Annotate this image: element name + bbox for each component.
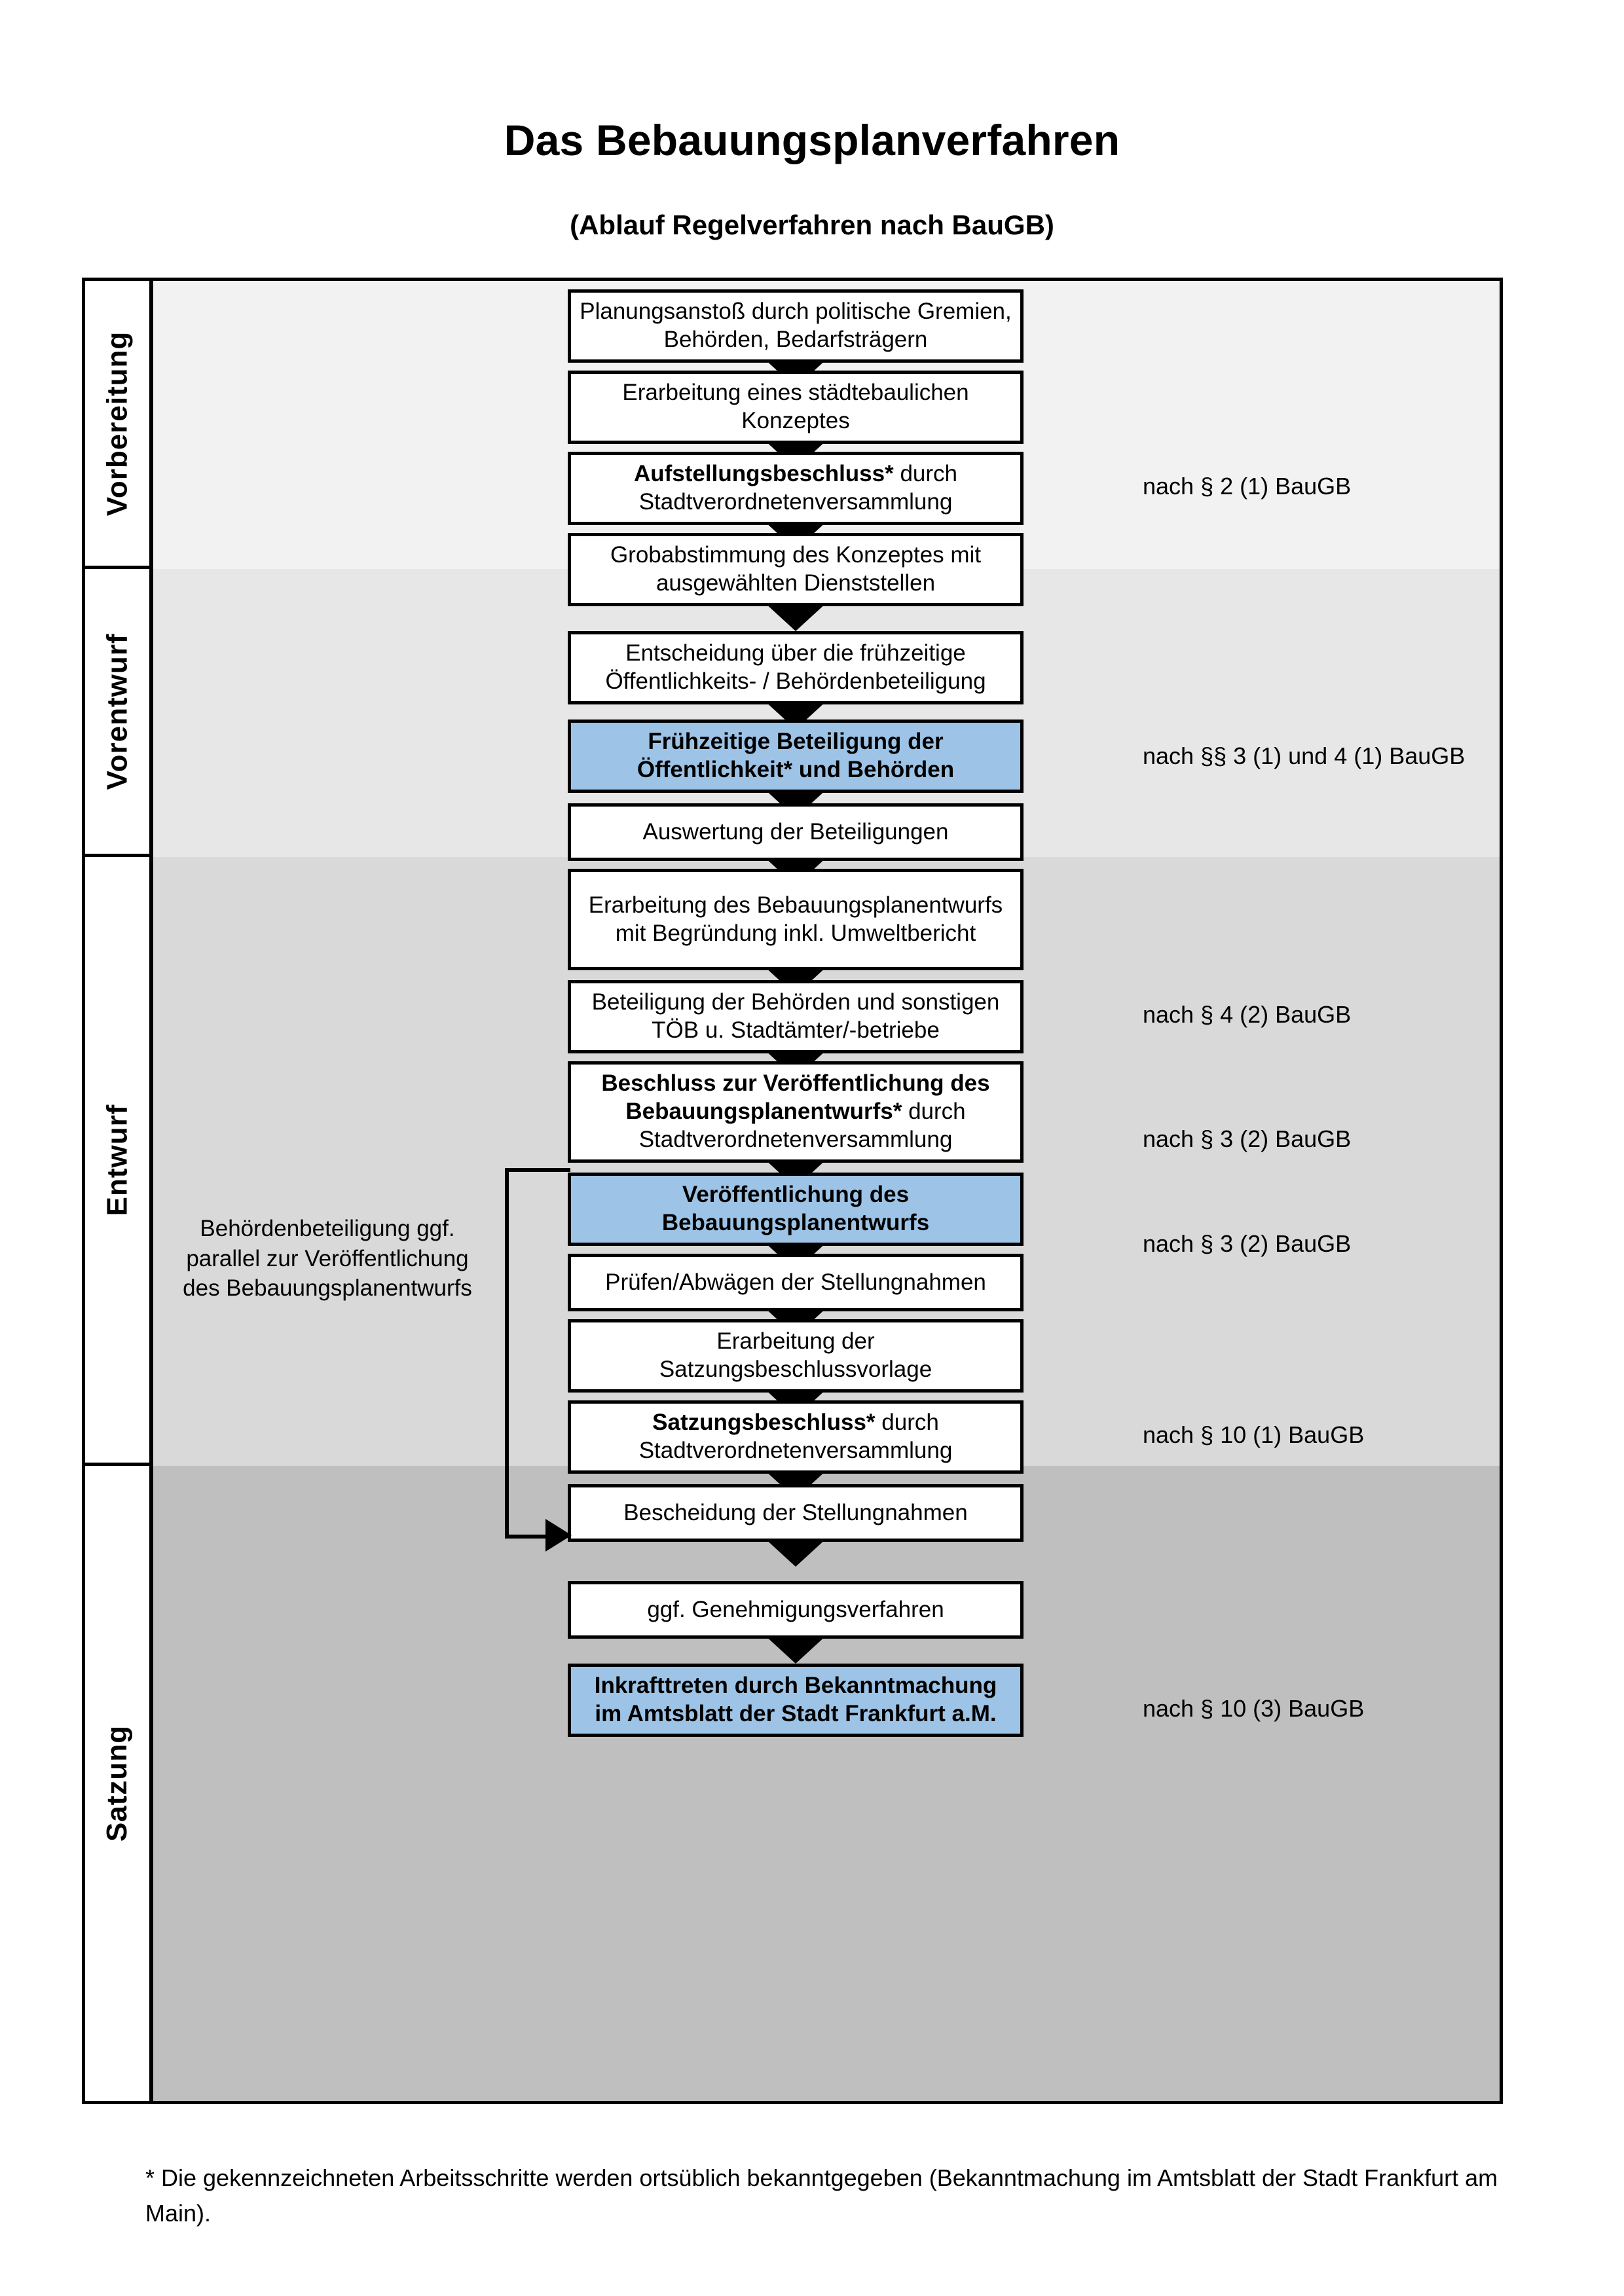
step-rest-text: Prüfen/Abwägen der Stellungnahmen (605, 1269, 986, 1295)
step-rest-text: Planungsanstoß durch politische Gremien,… (580, 299, 1012, 352)
step-box-12[interactable]: Prüfen/Abwägen der Stellungnahmen (568, 1254, 1024, 1311)
step-rest-text: durch Stadtverordnetenversammlung (638, 1410, 953, 1463)
step-label: Entscheidung über die frühzeitige Öffent… (579, 640, 1012, 695)
step-bold-text: Satzungsbeschluss* (652, 1410, 876, 1436)
annotation-paragraph-7: nach § 10 (3) BauGB (1143, 1695, 1365, 1722)
step-box-15[interactable]: Bescheidung der Stellungnahmen (568, 1484, 1024, 1542)
step-rest-text: Erarbeitung des Bebauungsplanentwurfs mi… (588, 892, 1003, 946)
step-rest-text: ggf. Genehmigungsverfahren (647, 1596, 944, 1622)
flowchart-frame: Vorbereitung Vorentwurf Entwurf Satzung … (82, 278, 1503, 2104)
side-note-behoerdenbeteiligung: Behördenbeteiligung ggf. parallel zur Ve… (183, 1216, 472, 1301)
flow-arrow-down-icon-15 (764, 1538, 827, 1567)
footnote-text: * Die gekennzeichneten Arbeitsschritte w… (145, 2164, 1498, 2227)
step-bold-text: Veröffentlichung des Bebauungsplanentwur… (661, 1182, 930, 1235)
feedback-bracket-vertical (505, 1168, 509, 1539)
phase-label-text: Entwurf (101, 1104, 134, 1216)
step-label: Bescheidung der Stellungnahmen (623, 1499, 967, 1527)
step-bold-text: Inkrafttreten (594, 1673, 728, 1699)
step-rest-text: Auswertung der Beteiligungen (642, 818, 949, 845)
step-rest-text: Erarbeitung der Satzungsbeschlussvorlage (659, 1328, 932, 1382)
annotation-paragraph-2: nach §§ 3 (1) und 4 (1) BauGB (1143, 742, 1466, 769)
phase-label-column: Vorbereitung Vorentwurf Entwurf Satzung (85, 281, 153, 2101)
annotation-paragraph-3: nach § 4 (2) BauGB (1143, 1001, 1352, 1028)
step-rest-text: durch Stadtverordnetenversammlung (638, 1099, 966, 1152)
step-rest-text: Erarbeitung eines städtebaulichen Konzep… (622, 380, 969, 433)
phase-label-vorbereitung: Vorbereitung (85, 281, 149, 569)
step-label: ggf. Genehmigungsverfahren (647, 1596, 944, 1624)
step-label: Beschluss zur Veröffentlichung des Bebau… (579, 1070, 1012, 1154)
phase-band-satzung (153, 1466, 1500, 2101)
step-label: Erarbeitung eines städtebaulichen Konzep… (579, 379, 1012, 435)
step-label: Erarbeitung des Bebauungsplanentwurfs mi… (579, 892, 1012, 947)
feedback-arrowhead-icon (545, 1519, 572, 1552)
phase-label-text: Vorbereitung (101, 331, 133, 516)
step-box-16[interactable]: ggf. Genehmigungsverfahren (568, 1581, 1024, 1639)
step-label: Prüfen/Abwägen der Stellungnahmen (605, 1269, 986, 1297)
flow-arrow-down-icon-4 (764, 602, 827, 631)
step-box-10[interactable]: Beschluss zur Veröffentlichung des Bebau… (568, 1061, 1024, 1163)
step-rest-text: durch Bekanntmachung im Amtsblatt der St… (595, 1673, 997, 1726)
step-box-5[interactable]: Entscheidung über die frühzeitige Öffent… (568, 631, 1024, 704)
step-label: Grobabstimmung des Konzeptes mit ausgewä… (579, 541, 1012, 597)
step-label: Auswertung der Beteiligungen (643, 818, 949, 847)
annotation-paragraph-5: nach § 3 (2) BauGB (1143, 1230, 1352, 1257)
step-box-17[interactable]: Inkrafttreten durch Bekanntmachung im Am… (568, 1664, 1024, 1737)
step-bold-text: Frühzeitige Beteiligung der Öffentlichke… (637, 729, 955, 782)
step-box-14[interactable]: Satzungsbeschluss* durch Stadtverordnete… (568, 1400, 1024, 1474)
step-box-11[interactable]: Veröffentlichung des Bebauungsplanentwur… (568, 1173, 1024, 1246)
step-box-9[interactable]: Beteiligung der Behörden und sonstigen T… (568, 980, 1024, 1053)
step-rest-text: Bescheidung der Stellungnahmen (623, 1499, 968, 1525)
annotation-paragraph-6: nach § 10 (1) BauGB (1143, 1421, 1365, 1448)
step-box-1[interactable]: Planungsanstoß durch politische Gremien,… (568, 289, 1024, 363)
annotation-paragraph-4: nach § 3 (2) BauGB (1143, 1125, 1352, 1152)
step-label: Planungsanstoß durch politische Gremien,… (579, 298, 1012, 354)
page-subtitle: (Ablauf Regelverfahren nach BauGB) (570, 210, 1054, 240)
phase-label-text: Vorentwurf (101, 633, 133, 790)
step-box-4[interactable]: Grobabstimmung des Konzeptes mit ausgewä… (568, 533, 1024, 606)
phase-label-vorentwurf: Vorentwurf (85, 569, 149, 857)
step-rest-text: Entscheidung über die frühzeitige Öffent… (605, 640, 986, 694)
annotation-paragraph-1: nach § 2 (1) BauGB (1143, 473, 1352, 500)
step-label: Frühzeitige Beteiligung der Öffentlichke… (579, 728, 1012, 784)
phase-label-text: Satzung (101, 1724, 134, 1842)
phase-label-entwurf: Entwurf (85, 857, 149, 1466)
step-rest-text: Grobabstimmung des Konzeptes mit ausgewä… (610, 542, 982, 596)
step-label: Erarbeitung der Satzungsbeschlussvorlage (579, 1328, 1012, 1383)
page-title: Das Bebauungsplanverfahren (504, 116, 1120, 164)
step-label: Aufstellungsbeschluss* durch Stadtverord… (579, 460, 1012, 516)
step-box-6[interactable]: Frühzeitige Beteiligung der Öffentlichke… (568, 720, 1024, 793)
step-rest-text: durch Stadtverordnetenversammlung (638, 461, 958, 515)
step-rest-text: Beteiligung der Behörden und sonstigen T… (591, 989, 1000, 1043)
step-bold-text: Aufstellungsbeschluss* (633, 461, 894, 487)
step-label: Inkrafttreten durch Bekanntmachung im Am… (579, 1672, 1012, 1728)
step-box-3[interactable]: Aufstellungsbeschluss* durch Stadtverord… (568, 452, 1024, 525)
step-label: Satzungsbeschluss* durch Stadtverordnete… (579, 1409, 1012, 1465)
feedback-bracket (505, 1168, 570, 1172)
phase-label-satzung: Satzung (85, 1466, 149, 2101)
step-box-7[interactable]: Auswertung der Beteiligungen (568, 803, 1024, 861)
feedback-bracket-return (505, 1535, 548, 1539)
step-label: Veröffentlichung des Bebauungsplanentwur… (579, 1181, 1012, 1237)
flow-arrow-down-icon-16 (764, 1635, 827, 1664)
step-box-2[interactable]: Erarbeitung eines städtebaulichen Konzep… (568, 371, 1024, 444)
step-label: Beteiligung der Behörden und sonstigen T… (579, 989, 1012, 1044)
step-box-13[interactable]: Erarbeitung der Satzungsbeschlussvorlage (568, 1319, 1024, 1393)
step-bold-text: Beschluss zur Veröffentlichung des Bebau… (601, 1070, 990, 1125)
step-box-8[interactable]: Erarbeitung des Bebauungsplanentwurfs mi… (568, 869, 1024, 970)
